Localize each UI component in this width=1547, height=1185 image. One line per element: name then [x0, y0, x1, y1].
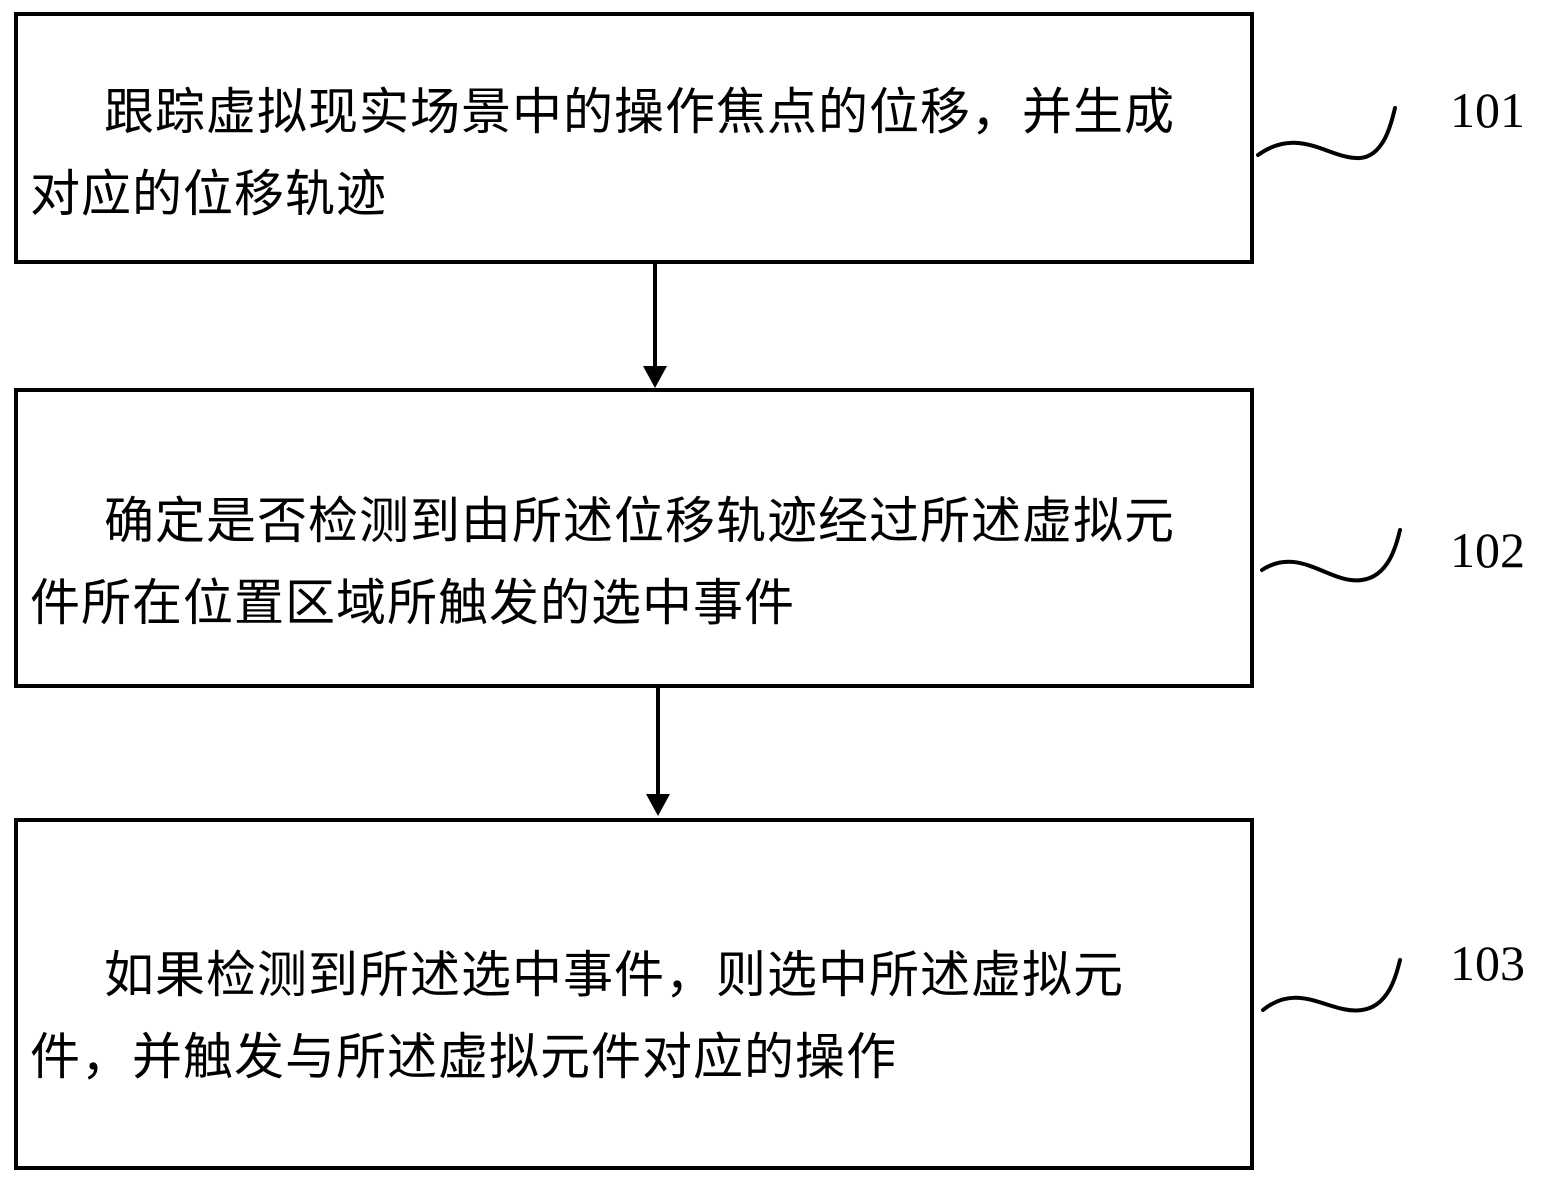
step-text-102: 确定是否检测到由所述位移轨迹经过所述虚拟元件所在位置区域所触发的选中事件 [30, 492, 1175, 632]
step-box-102: 确定是否检测到由所述位移轨迹经过所述虚拟元件所在位置区域所触发的选中事件 [14, 388, 1254, 688]
flow-arrow-101-to-102 [643, 264, 667, 388]
step-label-103: 103 [1450, 935, 1525, 991]
leader-line-103 [1261, 958, 1402, 1013]
leader-line-101 [1256, 106, 1397, 161]
step-box-103: 如果检测到所述选中事件，则选中所述虚拟元件，并触发与所述虚拟元件对应的操作 [14, 818, 1254, 1170]
arrowhead-icon [646, 794, 670, 816]
flow-arrow-102-to-103 [646, 688, 670, 816]
step-label-102: 102 [1450, 522, 1525, 578]
step-box-101: 跟踪虚拟现实场景中的操作焦点的位移，并生成对应的位移轨迹 [14, 12, 1254, 264]
arrowhead-icon [643, 366, 667, 388]
step-label-101: 101 [1450, 82, 1525, 138]
leader-line-102 [1260, 528, 1402, 583]
step-text-103: 如果检测到所述选中事件，则选中所述虚拟元件，并触发与所述虚拟元件对应的操作 [30, 946, 1124, 1086]
step-text-101: 跟踪虚拟现实场景中的操作焦点的位移，并生成对应的位移轨迹 [30, 83, 1175, 223]
